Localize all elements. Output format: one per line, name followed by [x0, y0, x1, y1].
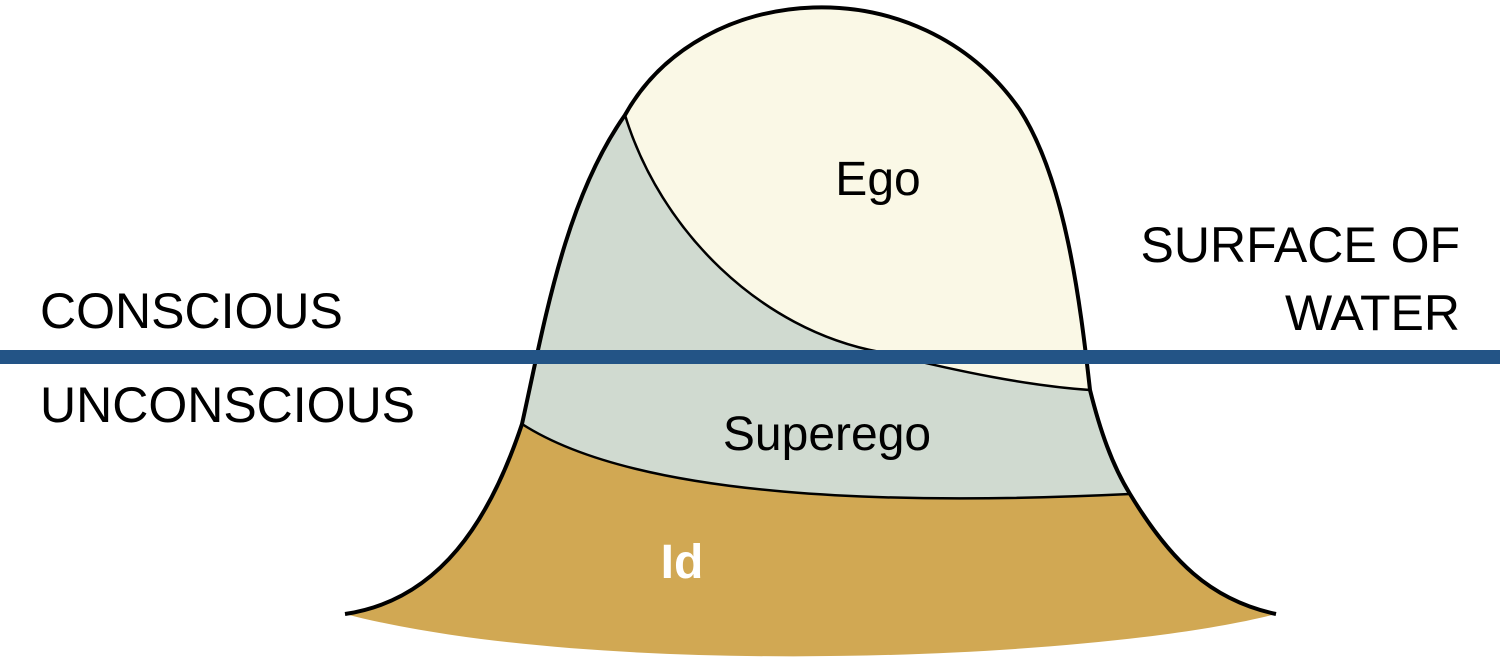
ego-label: Ego [835, 153, 920, 206]
conscious-label: CONSCIOUS [40, 283, 343, 339]
id-region [345, 424, 1276, 657]
superego-id-divider [521, 422, 1131, 500]
surface-of-water-label-line1: SURFACE OF [1141, 217, 1460, 273]
superego-label: Superego [723, 408, 931, 461]
iceberg-outline [344, 5, 1277, 616]
unconscious-label: UNCONSCIOUS [40, 377, 415, 433]
superego-region [522, 115, 1130, 499]
ego-region [625, 7, 1090, 390]
ego-superego-divider [623, 114, 1091, 392]
id-label: Id [661, 536, 704, 589]
surface-of-water-label-line2: WATER [1285, 285, 1460, 341]
